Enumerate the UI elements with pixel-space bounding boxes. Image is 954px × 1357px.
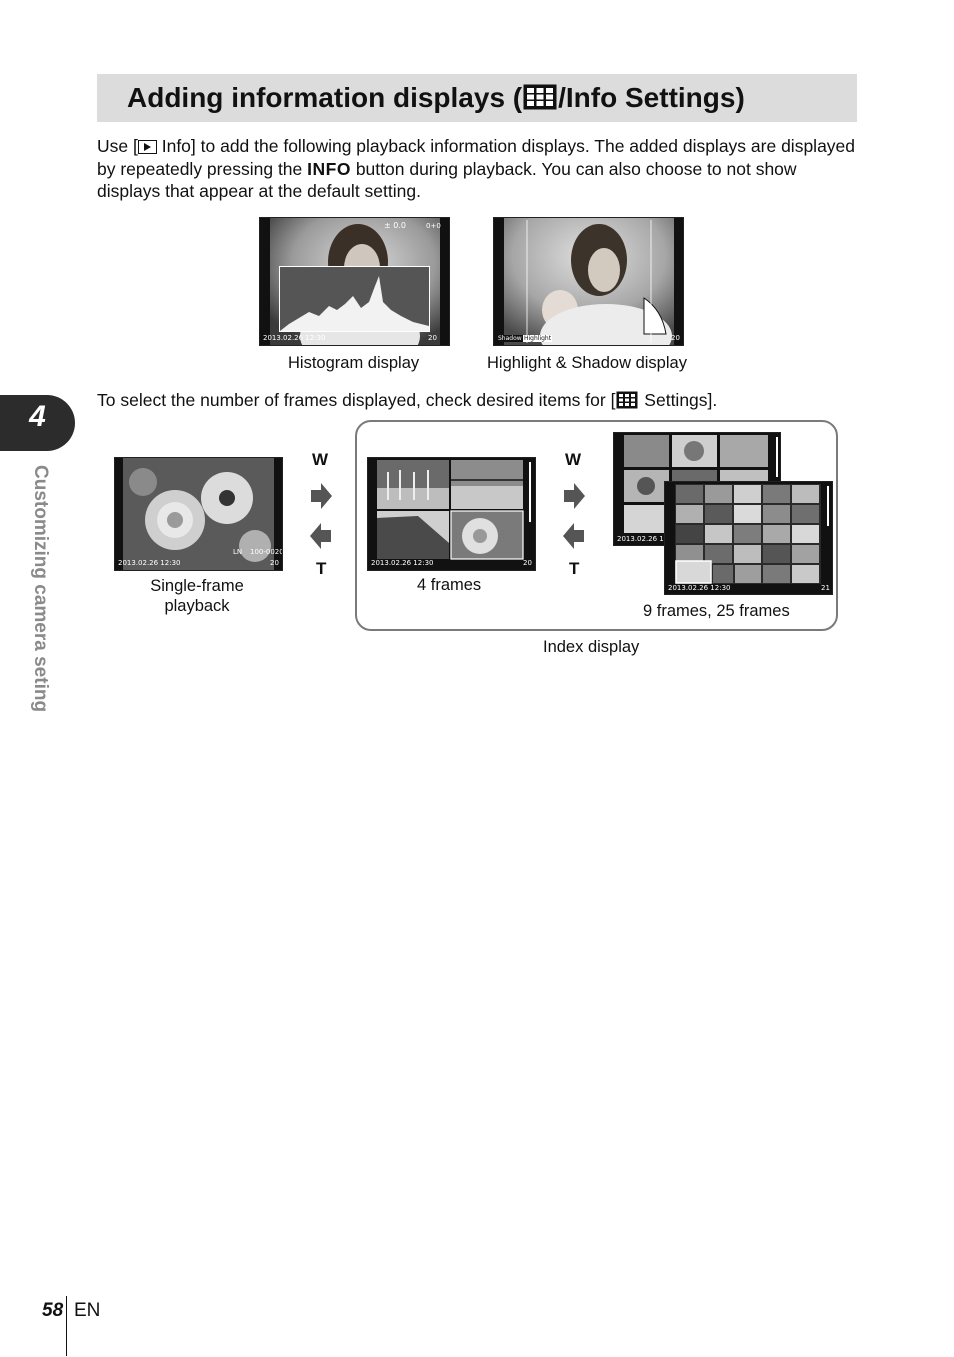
histogram-graph xyxy=(279,266,430,332)
timestamp: 2013.02.26 12:30 xyxy=(668,584,731,592)
zoom-t-label: T xyxy=(569,559,580,578)
zoom-t-label: T xyxy=(316,559,327,578)
chapter-tab xyxy=(0,395,75,451)
twentyfive-thumbnails xyxy=(675,484,829,584)
highlight-label: Highlight xyxy=(523,335,553,342)
index-grid-icon xyxy=(523,84,557,110)
four-frames-caption: 4 frames xyxy=(417,576,482,594)
file-number: 100-0020 xyxy=(250,548,283,556)
arrow-right-icon xyxy=(311,483,332,509)
index-display-frame xyxy=(355,420,838,631)
language-label: EN xyxy=(74,1300,101,1321)
highlight-shadow-screen: Shadow Highlight 20 xyxy=(493,217,684,346)
page-number: 58 xyxy=(42,1300,64,1321)
chapter-title: Customizing camera seting xyxy=(30,465,51,713)
index-display-caption: Index display xyxy=(543,638,640,656)
multi-frames-caption: 9 frames, 25 frames xyxy=(643,602,790,620)
histogram-caption: Histogram display xyxy=(288,354,420,372)
flower-photo xyxy=(123,458,274,570)
single-frame-screen: LN 100-0020 2013.02.26 12:30 20 xyxy=(114,457,283,571)
frame-count: 21 xyxy=(821,584,830,592)
timestamp: 2013.02.26 12: xyxy=(617,535,671,543)
quality-badge: LN xyxy=(233,548,243,556)
timestamp: 2013.02.26 12:30 xyxy=(263,334,326,342)
timestamp: 2013.02.26 12:30 xyxy=(118,559,181,567)
index-grid-icon xyxy=(616,391,638,409)
highlight-caption: Highlight & Shadow display xyxy=(487,354,687,372)
timestamp: 2013.02.26 12:30 xyxy=(371,559,434,567)
title-band xyxy=(97,74,857,122)
chapter-number: 4 xyxy=(29,400,46,433)
arrow-left-icon xyxy=(563,523,584,549)
footer-divider xyxy=(66,1296,67,1356)
frame-count: 20 xyxy=(270,559,279,567)
top-right-badge: 0+0 xyxy=(426,222,441,230)
frame-count: 20 xyxy=(428,334,437,342)
twentyfive-frames-screen: 2013.02.26 12:30 21 xyxy=(664,481,833,595)
frame-count: 20 xyxy=(523,559,532,567)
playback-icon xyxy=(137,140,157,154)
shadow-label: Shadow xyxy=(497,335,523,342)
four-frames-screen: 2013.02.26 12:30 20 xyxy=(367,457,536,571)
intro-paragraph: Use [ Info] to add the following playbac… xyxy=(97,136,856,202)
mother-child-photo xyxy=(504,218,674,345)
arrow-right-icon xyxy=(564,483,585,509)
exposure-badge: ± 0.0 xyxy=(384,221,406,230)
zoom-w-label: W xyxy=(312,450,329,469)
page-title: Adding information displays (/Info Setti… xyxy=(127,82,745,113)
histogram-screen: ± 0.0 0+0 2013.02.26 12:30 20 xyxy=(259,217,450,346)
four-thumbnails xyxy=(377,460,531,560)
zoom-w-label: W xyxy=(565,450,582,469)
info-button-label: INFO xyxy=(307,158,351,179)
frames-sentence: To select the number of frames displayed… xyxy=(97,390,718,410)
frame-count: 20 xyxy=(671,334,680,342)
arrow-left-icon xyxy=(310,523,331,549)
